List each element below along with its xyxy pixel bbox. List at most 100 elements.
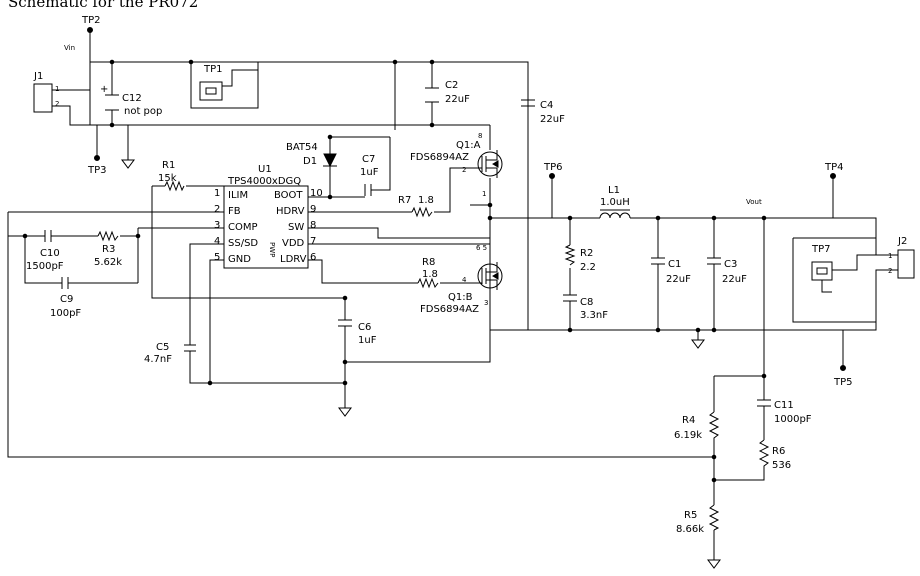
r3-resistor: R3 5.62k bbox=[94, 230, 122, 268]
r2-ref: R2 bbox=[580, 248, 593, 259]
tp7-label: TP7 bbox=[811, 244, 831, 255]
junction-dots bbox=[22, 59, 767, 483]
r3-ref: R3 bbox=[102, 244, 115, 255]
j1-ref: J1 bbox=[33, 71, 43, 82]
j2-pin1: 1 bbox=[888, 252, 892, 260]
r2-value: 2.2 bbox=[580, 262, 596, 273]
r1-value: 15k bbox=[158, 173, 177, 184]
q1a-pin-bottom: 1 bbox=[482, 190, 486, 198]
wires bbox=[7, 32, 898, 560]
c7-ref: C7 bbox=[362, 154, 375, 165]
u1-pin2-name: FB bbox=[228, 206, 241, 217]
c6-value: 1uF bbox=[358, 335, 377, 346]
j2-pin2: 2 bbox=[888, 267, 892, 275]
tp2-dot bbox=[87, 27, 93, 33]
r6-resistor: R6 536 bbox=[758, 439, 791, 471]
c5-ref: C5 bbox=[156, 342, 169, 353]
r4-resistor: R4 6.19k bbox=[674, 411, 720, 444]
tp6-dot bbox=[549, 173, 555, 179]
u1-pin2-num: 2 bbox=[214, 204, 220, 215]
tp7-testpoint: TP7 bbox=[811, 244, 833, 293]
r8-value: 1.8 bbox=[422, 269, 438, 280]
u1-pin3-name: COMP bbox=[228, 222, 258, 233]
r7-value: 1.8 bbox=[418, 195, 434, 206]
r1-ref: R1 bbox=[162, 160, 175, 171]
c3-ref: C3 bbox=[724, 259, 737, 270]
c7-capacitor: C7 1uF bbox=[360, 154, 379, 196]
tp5-dot bbox=[840, 365, 846, 371]
q1a-pin-gate: 2 bbox=[462, 166, 466, 174]
q1a-part: FDS6894AZ bbox=[410, 152, 469, 163]
tp3-dot bbox=[94, 155, 100, 161]
c6-ref: C6 bbox=[358, 322, 371, 333]
c4-ref: C4 bbox=[540, 100, 553, 111]
c11-capacitor: C11 1000pF bbox=[757, 399, 812, 425]
c6-capacitor: C6 1uF bbox=[338, 319, 377, 346]
r6-ref: R6 bbox=[772, 446, 785, 457]
c5-capacitor: C5 4.7nF bbox=[144, 342, 196, 365]
u1-part: TPS4000xDGQ bbox=[227, 176, 301, 187]
r8-ref: R8 bbox=[422, 257, 435, 268]
u1-pin9-name: HDRV bbox=[276, 206, 305, 217]
schematic-title: Schematic for the PR072 bbox=[8, 0, 198, 11]
c11-value: 1000pF bbox=[774, 414, 812, 425]
u1-pin10-num: 10 bbox=[310, 188, 323, 199]
c11-ref: C11 bbox=[774, 400, 794, 411]
c9-ref: C9 bbox=[60, 294, 73, 305]
u1-pin7-name: VDD bbox=[282, 238, 305, 249]
q1b-pin-gate: 4 bbox=[462, 276, 467, 284]
r5-value: 8.66k bbox=[676, 524, 704, 535]
c8-ref: C8 bbox=[580, 297, 593, 308]
ground-symbols bbox=[121, 159, 721, 569]
q1b-pin-top: 6 5 bbox=[476, 244, 487, 252]
tp5-label: TP5 bbox=[833, 377, 853, 388]
q1b-ref: Q1:B bbox=[448, 292, 473, 303]
c8-capacitor: C8 3.3nF bbox=[563, 294, 608, 321]
tp4-label: TP4 bbox=[824, 162, 844, 173]
tp3-label: TP3 bbox=[87, 165, 107, 176]
vout-label: Vout bbox=[746, 198, 762, 206]
u1-ref: U1 bbox=[258, 164, 272, 175]
j1-pin2: 2 bbox=[55, 100, 59, 108]
r6-value: 536 bbox=[772, 460, 791, 471]
u1-pin4-num: 4 bbox=[214, 236, 220, 247]
u1-pin10-name: BOOT bbox=[274, 190, 303, 201]
l1-inductor: L1 1.0uH bbox=[599, 185, 631, 219]
q1b-pin-bottom: 3 bbox=[484, 299, 488, 307]
r5-ref: R5 bbox=[684, 510, 697, 521]
u1-pin8-name: SW bbox=[288, 222, 304, 233]
c10-capacitor: C10 1500pF bbox=[26, 230, 64, 272]
vin-label: Vin bbox=[64, 44, 75, 52]
r1-resistor: R1 15k bbox=[158, 160, 185, 192]
u1-pin1-num: 1 bbox=[214, 188, 220, 199]
ground-icon bbox=[691, 339, 705, 349]
tp4-dot bbox=[830, 173, 836, 179]
ground-icon bbox=[338, 407, 352, 417]
c2-ref: C2 bbox=[445, 80, 458, 91]
c12-ref: C12 bbox=[122, 93, 142, 104]
u1-pin6-num: 6 bbox=[310, 252, 316, 263]
j1-connector: J1 1 2 bbox=[33, 71, 59, 113]
c10-ref: C10 bbox=[40, 248, 60, 259]
tp1-testpoint: TP1 bbox=[199, 64, 258, 101]
q1a-pin-top: 8 bbox=[478, 132, 482, 140]
u1-pin9-num: 9 bbox=[310, 204, 316, 215]
r3-value: 5.62k bbox=[94, 257, 122, 268]
u1-pin5-num: 5 bbox=[214, 252, 220, 263]
c9-value: 100pF bbox=[50, 308, 81, 319]
q1a-mosfet: Q1:A FDS6894AZ 8 2 1 bbox=[410, 132, 503, 198]
q1a-ref: Q1:A bbox=[456, 140, 481, 151]
r2-resistor: R2 2.2 bbox=[564, 244, 596, 273]
j2-connector: J2 1 2 bbox=[888, 236, 915, 279]
c1-value: 22uF bbox=[666, 274, 691, 285]
c3-value: 22uF bbox=[722, 274, 747, 285]
j2-ref: J2 bbox=[897, 236, 907, 247]
r4-value: 6.19k bbox=[674, 430, 702, 441]
c2-value: 22uF bbox=[445, 94, 470, 105]
r7-ref: R7 bbox=[398, 195, 411, 206]
c1-ref: C1 bbox=[668, 259, 681, 270]
c7-value: 1uF bbox=[360, 167, 379, 178]
r5-resistor: R5 8.66k bbox=[676, 504, 720, 535]
u1-pin1-name: ILIM bbox=[228, 190, 248, 201]
